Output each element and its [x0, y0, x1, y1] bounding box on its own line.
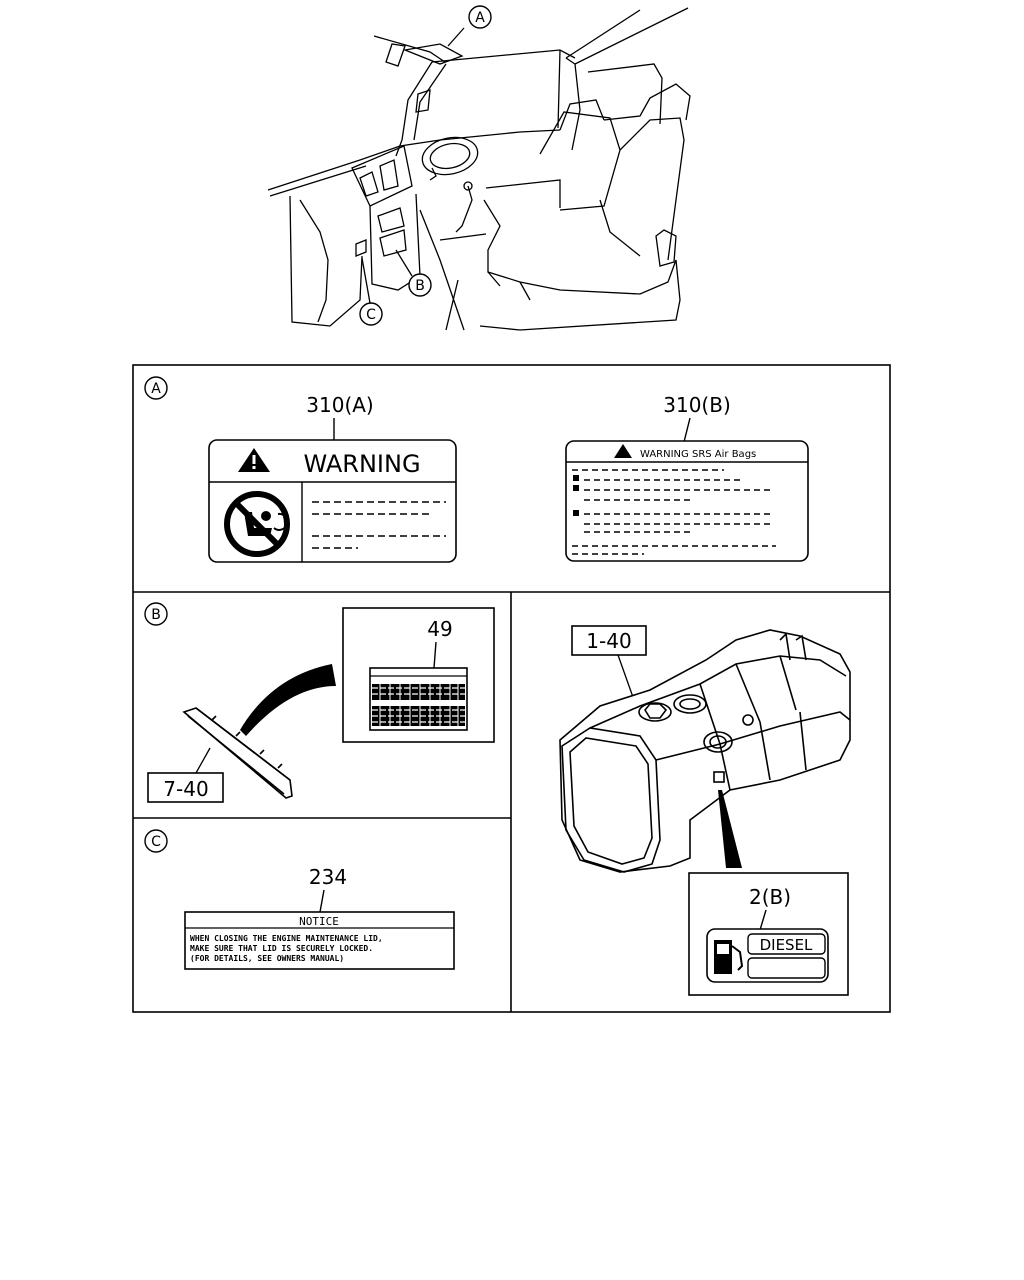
svg-text:B: B: [415, 278, 425, 294]
no-child-seat-icon: [224, 491, 290, 557]
notice-line-2: MAKE SURE THAT LID IS SECURELY LOCKED.: [190, 944, 373, 953]
part-49-number: 49: [427, 617, 452, 641]
panel-c-marker: C: [151, 834, 161, 850]
callout-c-top: C: [359, 257, 383, 326]
notice-title: NOTICE: [299, 915, 339, 928]
detail-frame: [132, 364, 891, 1013]
part-310a-number: 310(A): [306, 393, 373, 417]
callout-b-top: B: [395, 249, 432, 297]
part-7-40-number: 7-40: [163, 777, 208, 801]
console-cover-part: [182, 707, 293, 799]
fuse-chart-label: [369, 667, 468, 731]
callout-arrow: [240, 664, 336, 736]
notice-line-3: (FOR DETAILS, SEE OWNERS MANUAL): [190, 954, 344, 963]
diesel-text: DIESEL: [760, 936, 813, 954]
fuel-tank-illustration: [559, 629, 851, 873]
callout-a-top: A: [447, 5, 492, 47]
panel-b-marker: B: [151, 607, 161, 623]
svg-text:C: C: [366, 307, 376, 323]
part-310b-number: 310(B): [663, 393, 731, 417]
warning-triangle-icon: [238, 448, 270, 472]
warning-triangle-icon: [614, 444, 632, 458]
panel-a: A 310(A) WARNING: [144, 376, 809, 563]
notice-line-1: WHEN CLOSING THE ENGINE MAINTENANCE LID,: [190, 934, 383, 943]
diesel-fuel-label: DIESEL: [706, 928, 829, 983]
part-234-number: 234: [309, 865, 347, 889]
part-2b-number: 2(B): [749, 885, 791, 909]
warning-title: WARNING: [303, 450, 420, 478]
notice-label-234: NOTICE WHEN CLOSING THE ENGINE MAINTENAN…: [184, 911, 455, 970]
fuel-pump-icon: [714, 940, 744, 974]
panel-c: C 234 NOTICE WHEN CLOSING THE ENGINE MAI…: [144, 829, 455, 970]
part-1-40-number: 1-40: [586, 629, 631, 653]
srs-title: WARNING SRS Air Bags: [640, 449, 756, 460]
svg-text:A: A: [475, 10, 485, 26]
warning-label-310a: WARNING: [208, 439, 457, 563]
cab-interior-illustration: [267, 7, 691, 331]
panel-fuel-tank: 1-40: [559, 625, 851, 996]
panel-b: B 49: [144, 602, 495, 803]
callout-arrow: [718, 790, 742, 868]
srs-airbag-label-310b: WARNING SRS Air Bags: [565, 440, 809, 562]
panel-a-marker: A: [151, 381, 161, 397]
